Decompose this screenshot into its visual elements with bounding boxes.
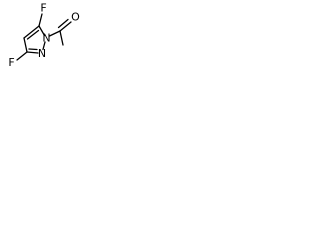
atom-f-top: F [40, 2, 46, 15]
bond-n2-c3 [26, 51, 39, 54]
bond-c-o [59, 21, 72, 32]
molecule-drawing: F F N N O [8, 2, 80, 70]
atom-n2: N [38, 47, 46, 60]
bond-c5-f [38, 13, 43, 27]
bond-c5-n1 [38, 25, 46, 37]
bond-c3-c4 [23, 37, 28, 53]
structure-diagram: F F N N O [0, 0, 89, 71]
bond-c-o-double [57, 18, 69, 29]
atom-n1: N [42, 32, 50, 45]
bond-c4-c5-double [26, 29, 40, 40]
bond-c4-c5 [23, 25, 40, 39]
bond-n2-c3-double [28, 48, 38, 51]
atom-o: O [71, 11, 80, 24]
bond-c3-f [16, 51, 28, 61]
bond-n1-n2 [42, 41, 46, 51]
bond-n1-carbonyl [48, 30, 61, 37]
bond-c-methyl [59, 30, 64, 46]
atom-f-left: F [8, 56, 14, 69]
